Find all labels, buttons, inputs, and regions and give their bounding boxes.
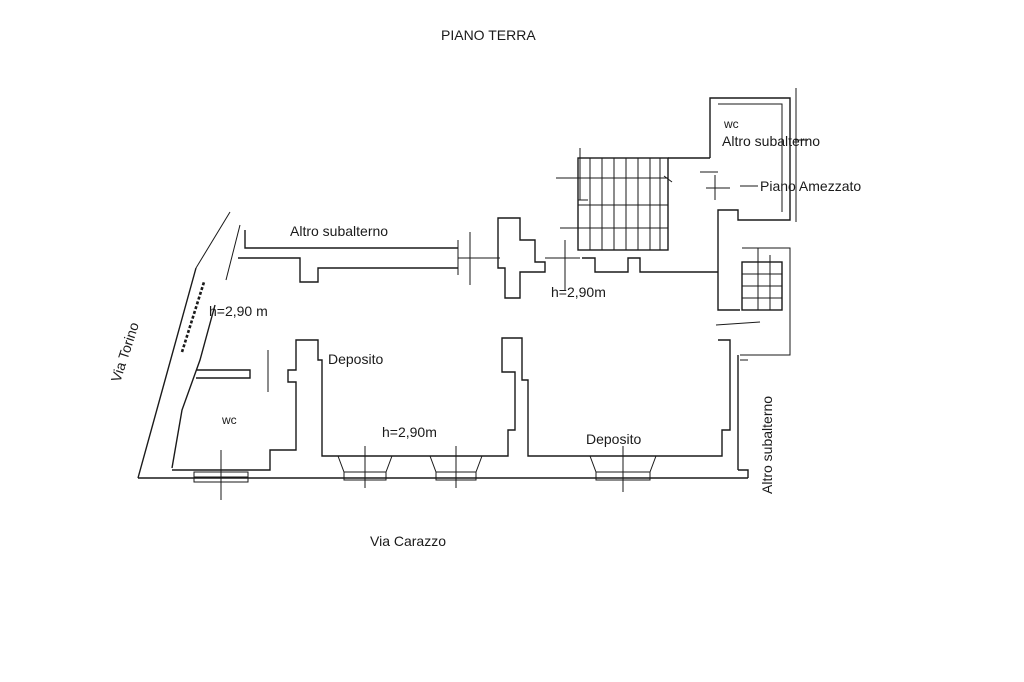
staircase-upper (556, 148, 710, 251)
label-deposito-left: Deposito (328, 351, 383, 367)
label-wc-top: wc (723, 117, 739, 131)
label-deposito-right: Deposito (586, 431, 641, 447)
top-right-rooms (700, 88, 808, 250)
label-altro-subalterno-side: Altro subalterno (759, 396, 775, 494)
label-height-bottom: h=2,90m (382, 424, 437, 440)
label-wc-left: wc (221, 413, 237, 427)
street-via-torino: Via Torino (108, 320, 142, 384)
staircase-lower (715, 247, 791, 356)
label-piano-ammezzato: Piano Amezzato (760, 178, 861, 194)
windows (193, 446, 657, 500)
street-via-carazzo: Via Carazzo (370, 533, 446, 549)
label-altro-subalterno-stair: Altro subalterno (722, 133, 820, 149)
main-hall-walls (172, 257, 749, 478)
window-3 (589, 446, 657, 492)
top-walls (238, 217, 580, 299)
label-height-left: h=2,90 m (209, 303, 268, 319)
window-2 (429, 446, 483, 488)
label-height-center: h=2,90m (551, 284, 606, 300)
window-wc (193, 450, 249, 500)
window-1 (337, 446, 393, 488)
label-altro-subalterno-top: Altro subalterno (290, 223, 388, 239)
outer-walls (137, 211, 748, 479)
plan-title: PIANO TERRA (441, 27, 536, 43)
